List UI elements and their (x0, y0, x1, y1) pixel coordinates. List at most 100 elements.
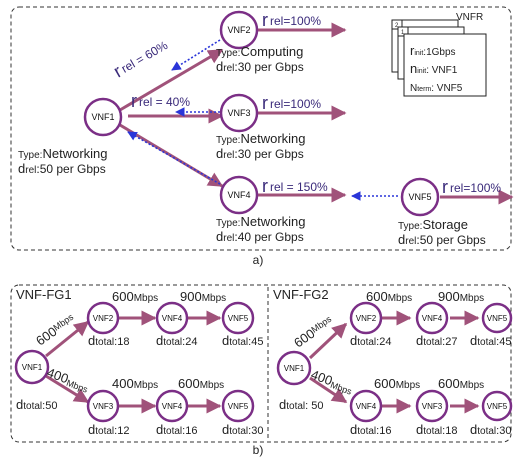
fg2-dtotal-vnf3-lower: dtotal:18 (416, 422, 457, 437)
fg2-node-vnf4-upper: VNF4 (415, 301, 449, 335)
svg-text:drel:50 per Gbps: drel:50 per Gbps (18, 161, 106, 176)
caption-a: a) (253, 253, 264, 267)
svg-text:Type:Storage: Type:Storage (398, 217, 468, 232)
fg2-node-vnf3-lower: VNF3 (415, 389, 449, 423)
node-vnf5: VNF5 (400, 177, 440, 217)
fg1-rate-upper-diag: 600Mbps (33, 311, 78, 349)
svg-text:VNF1: VNF1 (22, 363, 43, 372)
fg1-dtotal-vnf5-upper: dtotal:45 (222, 333, 263, 348)
vnfr-record-stack: VNFR 2 1 rinit:1Gbps ninit: VNF1 Nterm: … (391, 12, 487, 97)
vnfr-tab-1: 1 (401, 30, 405, 36)
svg-text:VNF5: VNF5 (487, 402, 508, 411)
fg1-dtotal-vnf3: dtotal:12 (88, 422, 129, 437)
fg1-rate-lower-mid: 400Mbps (112, 376, 158, 391)
node-vnf3: VNF3 (219, 93, 259, 133)
fg1-rate-upper-mid: 600Mbps (112, 289, 158, 304)
svg-text:Type:Networking: Type:Networking (216, 131, 306, 146)
fg2-rate-lower-mid: 600Mbps (374, 376, 420, 391)
vnfr-tab-2: 2 (395, 23, 399, 29)
vnfr-title: VNFR (456, 12, 483, 23)
fg2-nodes: VNF1 VNF2 VNF4 VNF5 VNF4 VNF3 VNF5 (276, 301, 513, 423)
fg1-dtotal-vnf4-upper: dtotal:24 (156, 333, 197, 348)
vnfr-n-term: Nterm: VNF5 (410, 83, 463, 94)
vnfr-n-init: ninit: VNF1 (410, 61, 458, 76)
fg1-nodes: VNF1 VNF2 VNF4 VNF5 VNF3 VNF4 VNF5 (14, 301, 255, 423)
fg2-dtotal-vnf2: dtotal:24 (350, 333, 391, 348)
fg1-node-vnf4-upper: VNF4 (155, 301, 189, 335)
fg2-dtotal-vnf1: dtotal: 50 (279, 397, 324, 412)
fg2-rate-lower-right: 600Mbps (438, 376, 484, 391)
svg-text:VNF3: VNF3 (93, 402, 114, 411)
fg2-dtotal-vnf5-upper: dtotal:45 (470, 333, 511, 348)
fg2-rate-upper-mid: 600Mbps (366, 289, 412, 304)
svg-text:VNF4: VNF4 (356, 402, 377, 411)
rel-label-vnf1-vnf2: rrel = 60% (110, 34, 171, 81)
panel-a-frame (10, 6, 512, 251)
fg1-node-vnf5-upper: VNF5 (221, 301, 255, 335)
svg-text:VNF1: VNF1 (284, 364, 305, 373)
svg-text:drel:50 per Gbps: drel:50 per Gbps (398, 232, 486, 247)
arrow-vnf1-vnf2 (119, 48, 224, 112)
caption-b: b) (253, 443, 264, 457)
node-vnf2: VNF2 (219, 10, 259, 50)
svg-text:drel:40 per Gbps: drel:40 per Gbps (216, 229, 304, 244)
svg-text:VNF4: VNF4 (422, 314, 443, 323)
node-vnf2-label: VNF2 (227, 25, 250, 35)
fg1-rate-lower-right: 600Mbps (178, 376, 224, 391)
svg-text:Type:Networking: Type:Networking (216, 214, 306, 229)
svg-text:VNF5: VNF5 (228, 402, 249, 411)
node-vnf3-label: VNF3 (227, 108, 250, 118)
dotted-arrow-vnf4-vnf1 (127, 131, 221, 185)
fg1-node-vnf4-lower: VNF4 (155, 389, 189, 423)
svg-text:drel:30 per Gbps: drel:30 per Gbps (216, 59, 304, 74)
fg1-node-vnf1: VNF1 (14, 349, 50, 385)
desc-vnf1: Type:Networking drel:50 per Gbps (18, 146, 108, 176)
node-vnf4-label: VNF4 (227, 190, 250, 200)
fg2-dtotal-vnf4-upper: dtotal:27 (416, 333, 457, 348)
node-vnf1: VNF1 (83, 97, 123, 137)
desc-vnf4: Type:Networking drel:40 per Gbps (216, 214, 306, 244)
svg-text:drel:30 per Gbps: drel:30 per Gbps (216, 146, 304, 161)
fg1-dtotal-vnf5-lower: dtotal:30 (222, 422, 263, 437)
svg-text:VNF4: VNF4 (162, 402, 183, 411)
fg1-dtotal-vnf1: dtotal:50 (16, 397, 57, 412)
fg1-dtotal-vnf2: dtotal:18 (88, 333, 129, 348)
desc-vnf5: Type:Storage drel:50 per Gbps (398, 217, 486, 247)
svg-text:VNF2: VNF2 (93, 314, 114, 323)
fg2-dtotal-vnf5-lower: dtotal:30 (470, 422, 511, 437)
fg2-node-vnf2: VNF2 (349, 301, 383, 335)
desc-vnf3: Type:Networking drel:30 per Gbps (216, 131, 306, 161)
fg2-node-vnf5-upper: VNF5 (481, 302, 513, 334)
node-vnf1-label: VNF1 (91, 112, 114, 122)
panel-b-frame (10, 284, 512, 443)
fg1-rate-upper-right: 900Mbps (180, 289, 226, 304)
fg2-arrows (308, 310, 480, 414)
dotted-arrow-vnf2-vnf1 (171, 39, 221, 71)
fg2-node-vnf5-lower: VNF5 (481, 390, 513, 422)
fg2-rate-upper-right: 900Mbps (438, 289, 484, 304)
fg1-node-vnf5-lower: VNF5 (221, 389, 255, 423)
fg1-arrows (45, 310, 222, 414)
svg-text:VNF5: VNF5 (487, 314, 508, 323)
node-vnf5-label: VNF5 (408, 192, 431, 202)
vnfr-r-init: rinit:1Gbps (410, 43, 456, 58)
fg1-dtotal-vnf4-lower: dtotal:16 (156, 422, 197, 437)
svg-text:Type:Computing: Type:Computing (216, 44, 303, 59)
fg2-rate-upper-diag: 600Mbps (291, 313, 336, 351)
fg1-node-vnf3: VNF3 (86, 389, 120, 423)
fg1-node-vnf2: VNF2 (86, 301, 120, 335)
svg-text:VNF2: VNF2 (356, 314, 377, 323)
svg-text:VNF4: VNF4 (162, 314, 183, 323)
desc-vnf2: Type:Computing drel:30 per Gbps (216, 44, 304, 74)
svg-text:VNF5: VNF5 (228, 314, 249, 323)
svg-text:Type:Networking: Type:Networking (18, 146, 108, 161)
fg1-title: VNF-FG1 (16, 287, 72, 302)
fg2-dtotal-vnf4-lower: dtotal:16 (350, 422, 391, 437)
